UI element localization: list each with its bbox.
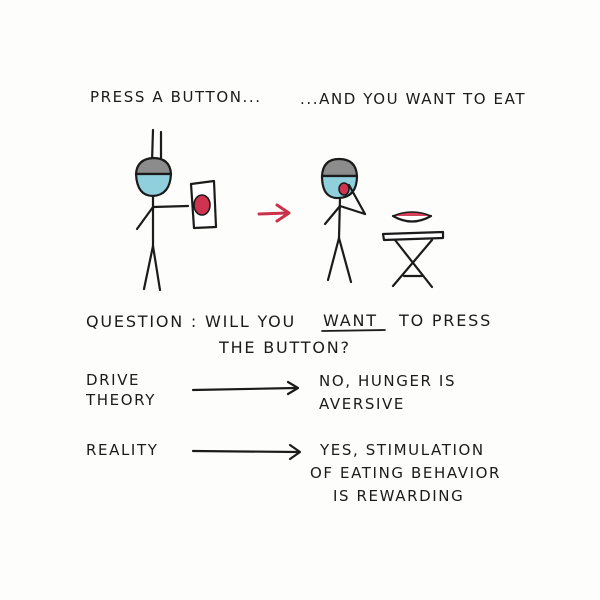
label-drive: DRIVE xyxy=(86,371,141,389)
answer-reality-line1: YES, STIMULATION xyxy=(320,441,485,459)
food-icon xyxy=(392,211,432,217)
head-cap-icon xyxy=(134,156,173,176)
caption-want-to-eat: ...AND YOU WANT TO EAT xyxy=(300,90,527,108)
bowl-icon xyxy=(391,214,433,223)
comparison-arrow-2 xyxy=(191,443,302,461)
mouth-icon xyxy=(338,182,350,196)
answer-reality-line2: OF EATING BEHAVIOR xyxy=(310,464,502,482)
arrow-icon xyxy=(257,203,291,223)
caption-press-button: PRESS A BUTTON... xyxy=(90,88,262,106)
question-emphasis: WANT xyxy=(323,311,378,330)
answer-reality-line3: IS REWARDING xyxy=(333,487,465,505)
face-icon xyxy=(134,172,173,198)
comparison-arrow-1 xyxy=(191,380,300,396)
left-wire xyxy=(150,128,155,164)
figure-eating xyxy=(320,157,367,284)
food-table xyxy=(381,211,445,289)
label-reality: REALITY xyxy=(86,441,159,459)
question-line2: THE BUTTON? xyxy=(219,338,351,357)
figure-pressing-button xyxy=(134,128,218,292)
red-button-icon xyxy=(193,194,211,216)
want-underline xyxy=(321,329,386,332)
answer-drive-line1: NO, HUNGER IS xyxy=(319,372,457,390)
head-cap-icon-2 xyxy=(320,157,359,178)
answer-drive-line2: AVERSIVE xyxy=(319,395,405,413)
label-theory: THEORY xyxy=(86,391,156,409)
question-suffix: TO PRESS xyxy=(399,311,493,330)
question-prefix: QUESTION : WILL YOU xyxy=(86,312,297,331)
